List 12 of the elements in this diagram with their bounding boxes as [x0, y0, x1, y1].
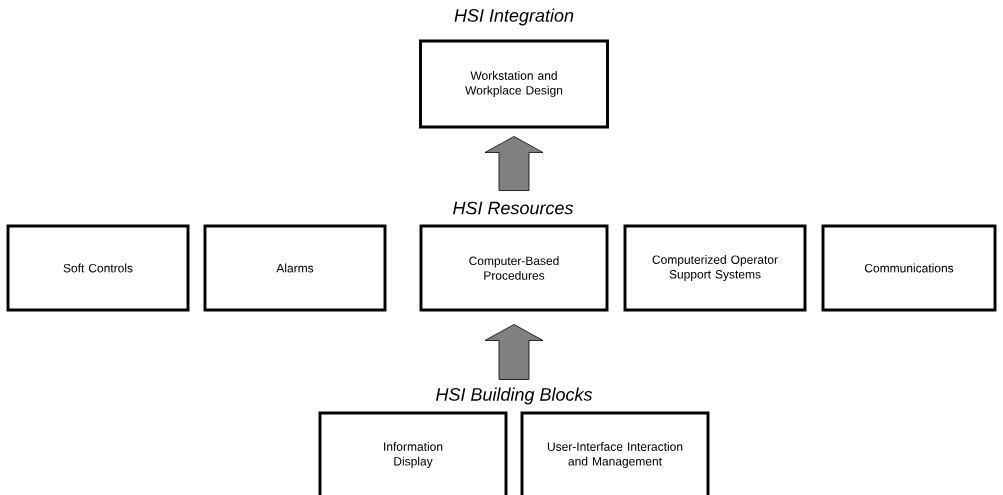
process-box: User-Interface Interaction and Management	[520, 411, 710, 495]
process-box: Soft Controls	[6, 224, 190, 312]
block-arrow	[484, 136, 544, 191]
tier-heading: HSI Resources	[453, 201, 574, 215]
process-box: Computer-Based Procedures	[419, 224, 609, 312]
tier-heading: HSI Building Blocks	[436, 387, 593, 405]
process-box: Communications	[821, 224, 997, 312]
process-box: Workstation and Workplace Design	[419, 39, 609, 129]
process-box: Computerized Operator Support Systems	[623, 224, 807, 312]
process-box: Information Display	[318, 411, 508, 495]
process-box: Alarms	[203, 224, 387, 312]
block-arrow	[484, 324, 544, 380]
